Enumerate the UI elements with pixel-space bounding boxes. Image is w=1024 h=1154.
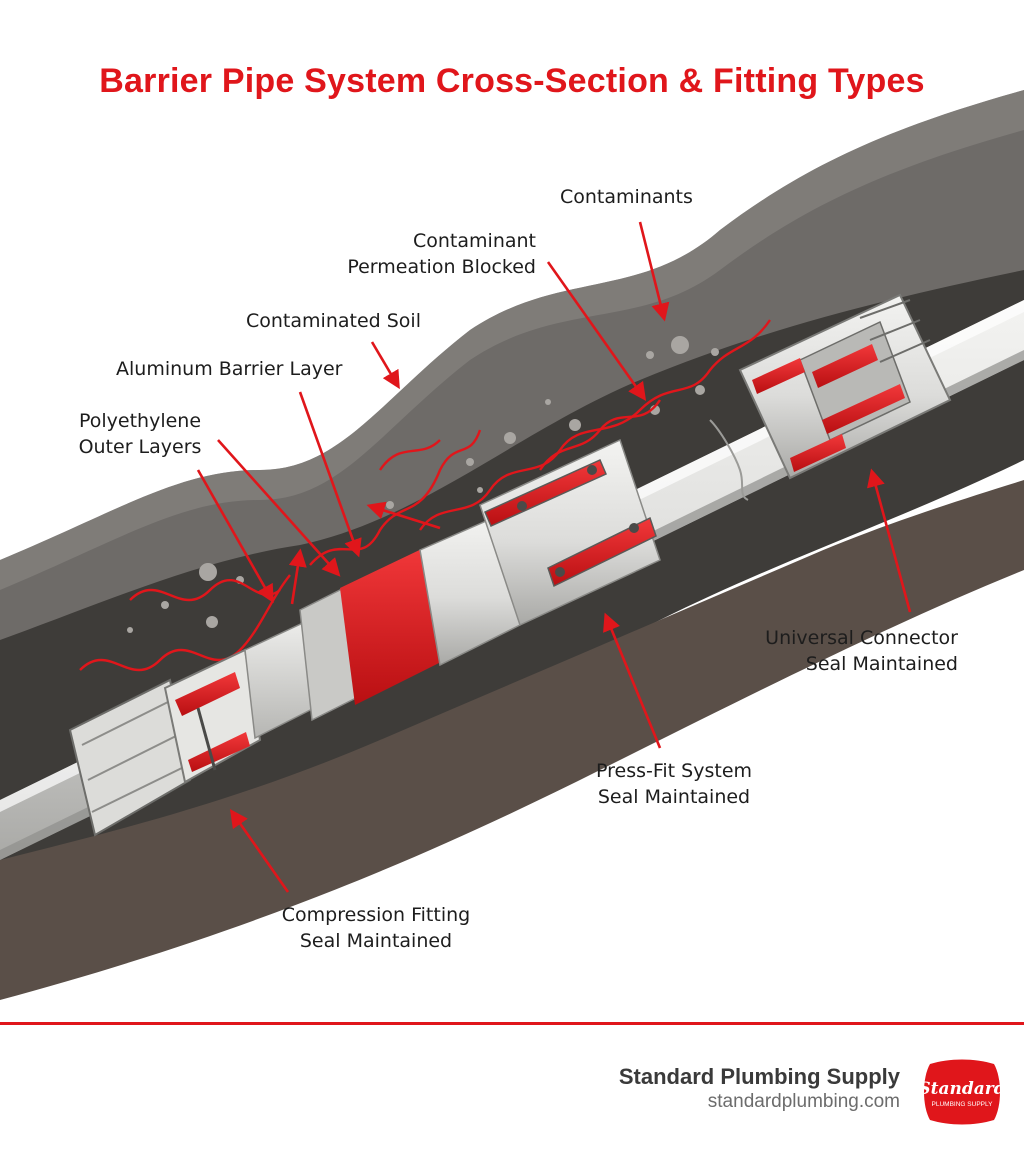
wave bbox=[79, 574, 291, 672]
arrow-polyethylene-outer-1 bbox=[217, 439, 341, 577]
label-line: Polyethylene bbox=[78, 410, 202, 432]
wave bbox=[379, 439, 441, 471]
particle bbox=[206, 616, 218, 628]
arrow-compression-fitting bbox=[229, 809, 290, 893]
footer-divider bbox=[0, 1022, 1024, 1025]
logo-subtext: PLUMBING SUPPLY bbox=[932, 1101, 994, 1108]
press-sleeve bbox=[479, 438, 661, 627]
particle bbox=[711, 348, 719, 356]
connector-inner bbox=[799, 320, 911, 442]
label-line: Universal Connector bbox=[765, 627, 958, 649]
particle bbox=[477, 487, 483, 493]
particle bbox=[127, 627, 133, 633]
brand-name: Standard Plumbing Supply bbox=[618, 1064, 900, 1089]
connector-seal bbox=[812, 344, 878, 388]
label-line: Contaminant bbox=[413, 230, 536, 252]
callout-arrows bbox=[196, 221, 912, 893]
wave bbox=[539, 399, 661, 471]
label-universal-connector: Universal Connector Seal Maintained bbox=[740, 625, 958, 677]
label-line: Seal Maintained bbox=[299, 930, 453, 952]
particle bbox=[671, 336, 689, 354]
particle bbox=[695, 385, 705, 395]
label-line: Aluminum Barrier Layer bbox=[116, 358, 343, 380]
particle bbox=[569, 419, 581, 431]
standard-plumbing-logo[interactable]: Standard PLUMBING SUPPLY bbox=[920, 1058, 1004, 1126]
wave bbox=[419, 319, 771, 531]
label-polyethylene-outer: Polyethylene Outer Layers bbox=[60, 408, 220, 460]
particle bbox=[466, 458, 474, 466]
arrow-polyethylene-outer-2 bbox=[196, 469, 274, 604]
connector-seal bbox=[822, 384, 905, 434]
particle bbox=[161, 601, 169, 609]
press-ring-bottom bbox=[547, 516, 657, 588]
arrow-universal-connector bbox=[867, 468, 912, 613]
arrow-outward-2 bbox=[366, 501, 441, 530]
label-press-fit: Press-Fit System Seal Maintained bbox=[580, 758, 768, 810]
connector-seal bbox=[790, 434, 846, 472]
connector-seal bbox=[752, 358, 805, 394]
diagram-title: Barrier Pipe System Cross-Section & Fitt… bbox=[99, 62, 925, 100]
arrow-press-fit bbox=[603, 612, 662, 749]
particle bbox=[386, 501, 394, 509]
arrow-permeation-blocked bbox=[546, 261, 647, 401]
arrow-contaminated-soil bbox=[370, 341, 400, 390]
press-fit-fitting bbox=[479, 438, 661, 627]
label-aluminum-barrier: Aluminum Barrier Layer bbox=[116, 356, 343, 382]
brand-url: standardplumbing.com bbox=[707, 1091, 900, 1112]
press-ring-top bbox=[484, 459, 607, 527]
particle bbox=[199, 563, 217, 581]
arrow-outward-1 bbox=[288, 548, 307, 605]
arrow-aluminum-barrier bbox=[298, 391, 362, 558]
label-line: Outer Layers bbox=[78, 436, 202, 458]
label-line: Contaminated Soil bbox=[246, 310, 421, 332]
label-permeation-blocked: Contaminant Permeation Blocked bbox=[320, 228, 536, 280]
particle bbox=[545, 399, 551, 405]
compression-fitting bbox=[68, 648, 262, 837]
label-line: Press-Fit System bbox=[595, 760, 753, 782]
label-line: Permeation Blocked bbox=[347, 256, 536, 278]
footer-brand: Standard Plumbing Supply standardplumbin… bbox=[619, 1064, 900, 1113]
particle bbox=[504, 432, 516, 444]
compression-seal bbox=[188, 732, 250, 772]
label-contaminated-soil: Contaminated Soil bbox=[246, 308, 421, 334]
particle bbox=[646, 351, 654, 359]
arrow-contaminants bbox=[638, 221, 670, 322]
soil-top-shade bbox=[0, 90, 1024, 590]
soil-lower-band bbox=[0, 480, 1024, 1000]
pipe-joint bbox=[709, 419, 749, 501]
logo-text: Standard bbox=[920, 1079, 1004, 1099]
compression-seal bbox=[175, 672, 240, 716]
pipe-layer-cutaway bbox=[244, 513, 521, 740]
label-compression-fitting: Compression Fitting Seal Maintained bbox=[266, 902, 486, 954]
universal-connector bbox=[738, 293, 952, 480]
label-contaminants: Contaminants bbox=[560, 184, 693, 210]
label-line: Compression Fitting bbox=[281, 904, 471, 926]
label-line: Seal Maintained bbox=[805, 653, 958, 675]
aluminum-barrier-band bbox=[340, 545, 445, 705]
label-line: Contaminants bbox=[560, 186, 693, 208]
label-line: Seal Maintained bbox=[597, 786, 751, 808]
